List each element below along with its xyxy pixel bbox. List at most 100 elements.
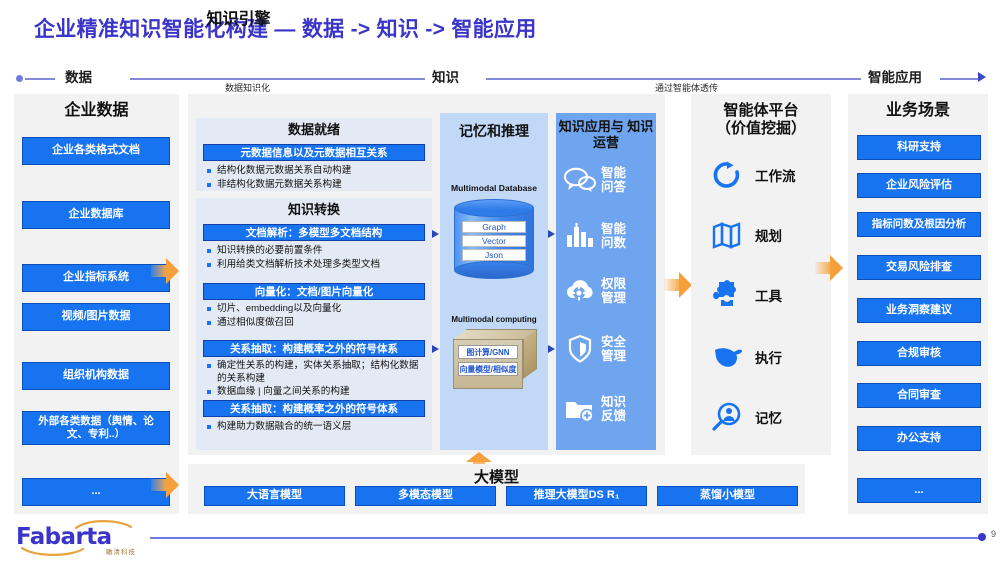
logo-bottom-swoosh-icon — [20, 546, 85, 556]
knowledge-app-item-2[interactable]: 权限 管理 — [560, 268, 652, 314]
knowledge-transform-title: 知识转换 — [287, 202, 340, 217]
kt-block-0-bullets: 知识转换的必要前置条件 利用给类文档解析技术处理多类型文档 — [205, 245, 431, 272]
multimodal-computing-caption: Multimodal computing — [451, 315, 537, 324]
phase-start-dot — [16, 75, 23, 82]
logo-subtitle: 瞰清科技 — [106, 549, 136, 556]
enterprise-data-item-3[interactable]: 视频/图片数据 — [22, 303, 170, 331]
scenario-item-1[interactable]: 企业风险评估 — [857, 173, 981, 198]
knowledge-app-item-4[interactable]: 知识 反馈 — [560, 386, 652, 432]
puzzle-icon — [707, 275, 747, 315]
phase-label-app: 智能应用 — [868, 70, 922, 85]
large-model-item-2[interactable]: 推理大模型DS R₁ — [506, 486, 647, 506]
footer: Fabarta 瞰清科技 9 — [0, 515, 1000, 563]
scenario-item-5[interactable]: 合规审核 — [857, 341, 981, 366]
agent-label-0: 工作流 — [755, 169, 796, 184]
kt-block-2-header[interactable]: 关系抽取：构建概率之外的符号体系 — [203, 340, 425, 357]
large-model-item-3[interactable]: 蒸馏小模型 — [657, 486, 798, 506]
memory-reasoning-title: 记忆和推理 — [459, 123, 529, 139]
kt-block-1-bullet-1: 通过相似度做召回 — [205, 317, 431, 330]
data-ready-title: 数据就绪 — [287, 122, 340, 137]
data-ready-bullet-1: 非结构化数据元数据关系构建 — [205, 179, 431, 192]
agent-platform-title: 智能体平台 （价值挖掘） — [715, 102, 806, 137]
enterprise-data-item-4[interactable]: 组织机构数据 — [22, 362, 170, 390]
database-row-json: Json — [462, 249, 526, 261]
agent-item-1[interactable]: 规划 — [707, 215, 782, 255]
computing-row-vector: 向量模型/相似度 — [458, 362, 518, 376]
data-ready-bullets: 结构化数据元数据关系自动构建 非结构化数据元数据关系构建 — [205, 165, 431, 192]
agent-item-0[interactable]: 工作流 — [707, 155, 796, 195]
phase-label-data: 数据 — [65, 70, 92, 85]
folder-plus-icon — [560, 389, 600, 429]
scenario-item-0[interactable]: 科研支持 — [857, 135, 981, 160]
database-row-list: Graph Vector Json — [462, 221, 526, 263]
kt-block-1-header[interactable]: 向量化：文档/图片向量化 — [203, 283, 425, 300]
knowledge-app-label-3: 安全 管理 — [601, 335, 627, 363]
knowledge-app-item-3[interactable]: 安全 管理 — [560, 326, 652, 372]
cylinder-bottom — [454, 261, 534, 279]
phase-sub-through-agent: 通过智能体透传 — [655, 83, 719, 93]
kt-block-2-bullet-1: 数据血缘 | 向量之间关系的构建 — [205, 386, 427, 399]
enterprise-data-item-5[interactable]: 外部各类数据（舆情、论文、专利..） — [22, 411, 170, 445]
search-person-icon — [707, 397, 747, 437]
agent-item-2[interactable]: 工具 — [707, 275, 782, 315]
knowledge-app-item-1[interactable]: 智能 问数 — [560, 213, 652, 259]
phase-line-3 — [486, 78, 861, 80]
chat-bubbles-icon — [560, 160, 600, 200]
cylinder-top — [454, 199, 534, 217]
logo-top-swoosh-icon — [74, 520, 133, 530]
agent-platform-panel: 智能体平台 （价值挖掘） — [691, 94, 831, 455]
scenario-item-3[interactable]: 交易风险排查 — [857, 255, 981, 280]
data-ready-header[interactable]: 元数据信息以及元数据相互关系 — [203, 144, 425, 161]
engine-inner-arrow-4-icon — [548, 345, 555, 353]
scenario-item-2[interactable]: 指标问数及根因分析 — [857, 212, 981, 237]
database-row-vector: Vector — [462, 235, 526, 247]
multimodal-database-caption: Multimodal Database — [451, 183, 537, 193]
agent-label-2: 工具 — [755, 289, 782, 304]
arrow-data-to-engine-1 — [151, 258, 179, 284]
knowledge-engine-title: 知识引擎 — [206, 11, 271, 28]
multimodal-database-cylinder: Graph Vector Json — [454, 199, 534, 281]
phase-end-arrow-icon — [978, 72, 986, 82]
scenario-item-7[interactable]: 办公支持 — [857, 426, 981, 451]
multimodal-computing-cube: 图计算/GNN 向量模型/相似度 — [453, 329, 537, 389]
kt-block-3-bullet-0: 构建助力数据融合的统一语义层 — [205, 421, 431, 434]
enterprise-data-item-6[interactable]: ... — [22, 478, 170, 506]
large-model-item-1[interactable]: 多模态模型 — [355, 486, 496, 506]
scenario-item-4[interactable]: 业务洞察建议 — [857, 298, 981, 323]
enterprise-data-item-0[interactable]: 企业各类格式文档 — [22, 137, 170, 165]
data-ready-bullet-0: 结构化数据元数据关系自动构建 — [205, 165, 431, 178]
logo-wordmark: Fabarta — [16, 524, 112, 550]
agent-item-3[interactable]: 执行 — [707, 337, 782, 377]
phase-label-knowledge: 知识 — [432, 70, 459, 85]
phase-line-4 — [940, 78, 980, 80]
footer-divider — [150, 537, 985, 539]
kt-block-0-bullet-0: 知识转换的必要前置条件 — [205, 245, 431, 258]
kt-block-0-header[interactable]: 文档解析：多模型多文档结构 — [203, 224, 425, 241]
knowledge-application-panel: 知识应用与 知识运营 智能 问答 智能 问数 权限 管理 安全 管理 — [556, 113, 656, 450]
scenario-item-8[interactable]: ... — [857, 478, 981, 503]
database-row-graph: Graph — [462, 221, 526, 233]
knowledge-app-item-0[interactable]: 智能 问答 — [560, 157, 652, 203]
phase-line-2 — [130, 78, 425, 80]
shield-icon — [560, 329, 600, 369]
agent-item-4[interactable]: 记忆 — [707, 397, 782, 437]
kt-block-1-bullets: 切片、embedding以及向量化 通过相似度做召回 — [205, 303, 431, 330]
kt-block-3-header[interactable]: 关系抽取：构建概率之外的符号体系 — [203, 400, 425, 417]
kt-block-0-bullet-1: 利用给类文档解析技术处理多类型文档 — [205, 259, 431, 272]
knowledge-app-label-1: 智能 问数 — [601, 222, 627, 250]
enterprise-data-item-1[interactable]: 企业数据库 — [22, 201, 170, 229]
knowledge-app-label-4: 知识 反馈 — [601, 395, 627, 423]
page-number: 9 — [991, 529, 997, 539]
enterprise-data-item-2[interactable]: 企业指标系统 — [22, 264, 170, 292]
refresh-circle-icon — [707, 155, 747, 195]
scenario-item-6[interactable]: 合同审查 — [857, 383, 981, 408]
knowledge-app-label-0: 智能 问答 — [601, 166, 627, 194]
agent-label-4: 记忆 — [755, 411, 782, 426]
hand-pointer-icon — [707, 337, 747, 377]
engine-inner-arrow-3-icon — [548, 230, 555, 238]
arrow-engine-to-agent — [664, 272, 692, 298]
kt-block-2-bullets: 确定性关系的构建，实体关系抽取；结构化数据的关系构建 数据血缘 | 向量之间关系… — [205, 360, 427, 400]
agent-label-1: 规划 — [755, 229, 782, 244]
kt-block-3-bullets: 构建助力数据融合的统一语义层 — [205, 421, 431, 435]
large-model-item-0[interactable]: 大语言模型 — [204, 486, 345, 506]
